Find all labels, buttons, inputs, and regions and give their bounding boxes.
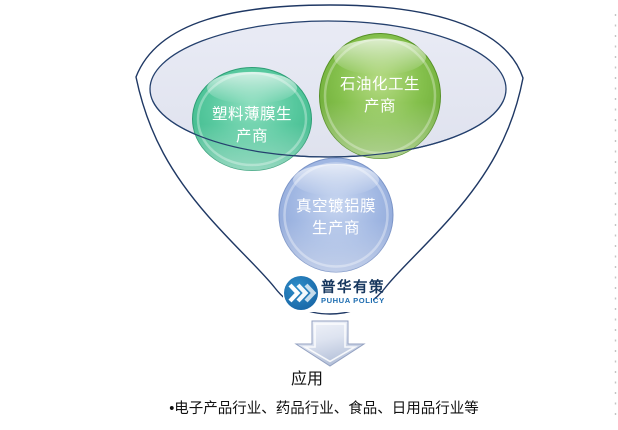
bubble-plastic-film: 塑料薄膜生 产商 [192, 67, 312, 171]
bubble-plastic-film-label-line1: 塑料薄膜生 [212, 105, 292, 123]
chevrons-icon [288, 283, 317, 303]
bubble-vacuum-film: 真空镀铝膜 生产商 [278, 157, 394, 273]
bubble-vacuum-film-label-line1: 真空镀铝膜 [296, 197, 376, 215]
logo-name-en: PUHUA POLICY [321, 296, 385, 305]
application-label: 应用 [291, 369, 323, 388]
bubble-petrochemical-label-line2: 产商 [364, 97, 396, 115]
bubble-plastic-film-label-line2: 产商 [236, 127, 268, 145]
puhua-logo-mark [284, 276, 318, 310]
logo-name-cn: 普华有策 [321, 278, 385, 296]
funnel-liquid-edge [152, 101, 504, 158]
bubble-petrochemical-label-line1: 石油化工生 [340, 75, 420, 93]
bubble-vacuum-film-label-line2: 生产商 [312, 219, 360, 237]
down-arrow-icon [294, 320, 366, 367]
bubble-petrochemical: 石油化工生 产商 [319, 33, 441, 159]
application-industries: •电子产品行业、药品行业、食品、日用品行业等 [169, 399, 479, 417]
puhua-logo: 普华有策 PUHUA POLICY [283, 275, 385, 312]
